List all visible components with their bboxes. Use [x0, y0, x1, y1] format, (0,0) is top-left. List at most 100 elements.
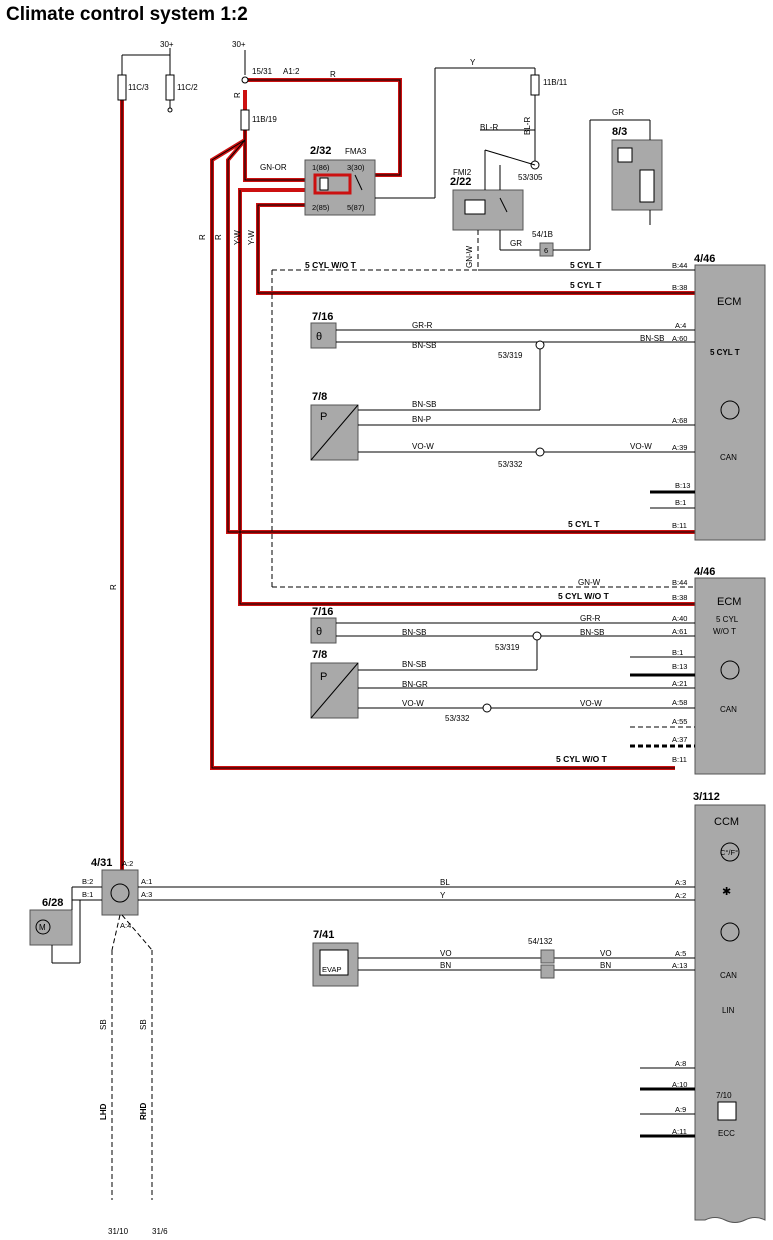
pin-label: B:11 — [672, 755, 687, 764]
wire-label: Y-W — [247, 230, 256, 245]
wire-label: R — [233, 92, 242, 98]
pin-label: B:44 — [672, 578, 687, 587]
ccm-can: CAN — [720, 971, 737, 980]
diagram-title: Climate control system 1:2 — [6, 4, 248, 25]
ecm-variant-a: 5 CYL T — [710, 348, 740, 357]
ground-3110: 31/10 — [108, 1227, 129, 1236]
supply-label: 30+ — [160, 40, 174, 49]
ecm-variant-b2: W/O T — [713, 627, 736, 636]
conn-a12-label: A1:2 — [283, 67, 300, 76]
pin-label: A:1 — [141, 877, 152, 886]
ecm-a-label: 4/46 — [694, 253, 715, 265]
fuse-11c3 — [117, 48, 175, 113]
sensor-78-a: 7/8 — [312, 391, 327, 403]
pin-label: A:4 — [675, 321, 686, 330]
pin-label: B:38 — [672, 283, 687, 292]
wire-label: BN-SB — [402, 660, 426, 669]
ccm-degree: C°/F° — [720, 848, 738, 857]
ecm-title-b: ECM — [717, 596, 741, 608]
pin-label: A:9 — [675, 1105, 686, 1114]
splice-53332-b: 53/332 — [445, 714, 470, 723]
ccm-lin: LIN — [722, 1006, 735, 1015]
fan-m: M — [39, 923, 46, 932]
pin-label: A:2 — [122, 859, 133, 868]
wire-label: GN-W — [578, 578, 601, 587]
pin-label: A:11 — [672, 1127, 687, 1136]
pin-label: A:3 — [675, 878, 686, 887]
variant-label: 5 CYL W/O T — [558, 591, 610, 601]
pin-label: B:13 — [672, 662, 687, 671]
wire-label: VO-W — [630, 442, 652, 451]
pin-label: A:40 — [672, 614, 687, 623]
pin-label: 3(30) — [347, 163, 365, 172]
pin-label: B:38 — [672, 593, 687, 602]
pin-label: A:61 — [672, 627, 687, 636]
ccm-label: 3/112 — [693, 791, 720, 803]
pin-label: A:13 — [672, 961, 687, 970]
fuse-11c2-label: 11C/2 — [177, 83, 198, 92]
wire-label: VO — [600, 949, 612, 958]
relay-8-3 — [611, 120, 663, 225]
relay-2-32-label: 2/32 — [310, 145, 331, 157]
wire-label: VO — [440, 949, 452, 958]
ccm-module — [694, 804, 766, 1223]
pin-label: B:13 — [675, 481, 690, 490]
sensor-716-a: 7/16 — [312, 311, 333, 323]
sensor-741-label: 7/41 — [313, 929, 334, 941]
wire-label: VO-W — [402, 699, 424, 708]
sensor-710: 7/10 — [716, 1091, 732, 1100]
fan-628-label: 6/28 — [42, 897, 63, 909]
wire-bl-r-b: BL-R — [480, 123, 498, 132]
pin-label: A:58 — [672, 698, 687, 707]
relay-2-22 — [452, 189, 524, 231]
relay-fma3-label: FMA3 — [345, 147, 367, 156]
conn-1531-label: 15/31 — [252, 67, 273, 76]
variant-label: 5 CYL T — [568, 519, 600, 529]
snowflake-icon: ✱ — [722, 886, 731, 898]
wire-label: BN-SB — [402, 628, 426, 637]
wire-gr: GR — [510, 239, 522, 248]
wire-label: R — [198, 234, 207, 240]
p-symbol-b: P — [320, 671, 327, 683]
wire-label: BN-SB — [640, 334, 664, 343]
red-wire-centerlines — [121, 79, 695, 870]
relay-2-22-label: 2/22 — [450, 176, 471, 188]
rhd-label: RHD — [139, 1102, 148, 1120]
pin-label: B:44 — [672, 261, 687, 270]
fuse-11b19-label: 11B/19 — [252, 115, 277, 124]
ground-316: 31/6 — [152, 1227, 168, 1236]
wire-label: BN-GR — [402, 680, 428, 689]
wire-label: SB — [99, 1019, 108, 1030]
wire-label: GR-R — [580, 614, 601, 623]
wire-label: SB — [139, 1019, 148, 1030]
wire-gr-b: GR — [612, 108, 624, 117]
wire-gn-w: GN-W — [465, 245, 474, 268]
wire-bl-r: BL-R — [523, 117, 532, 135]
ccm-title: CCM — [714, 816, 739, 828]
relay-8-3-label: 8/3 — [612, 126, 627, 138]
wire-gn-or: GN-OR — [260, 163, 287, 172]
wire-label: BL — [440, 878, 450, 887]
wire-label: BN-P — [412, 415, 431, 424]
wire-label: Y-W — [233, 230, 242, 245]
ecm-variant-b: 5 CYL — [716, 615, 739, 624]
wire-label: VO-W — [412, 442, 434, 451]
wire-label: R — [214, 234, 223, 240]
variant-label: 5 CYL T — [570, 280, 602, 290]
pin-label: A:2 — [675, 891, 686, 900]
wire-label: BN-SB — [412, 400, 436, 409]
module-4-31 — [101, 869, 139, 916]
ecm-title-a: ECM — [717, 296, 741, 308]
pin-label: A:8 — [675, 1059, 686, 1068]
sensor-716-b: 7/16 — [312, 606, 333, 618]
sensor-78-b: 7/8 — [312, 649, 327, 661]
ecm-b-label: 4/46 — [694, 566, 715, 578]
pin-label: B:1 — [675, 498, 686, 507]
pin-label: B:2 — [82, 877, 93, 886]
pin-6: 6 — [544, 246, 548, 255]
lhd-label: LHD — [99, 1103, 108, 1120]
wire-label: R — [109, 584, 118, 590]
splice-53319-b: 53/319 — [495, 643, 520, 652]
p-symbol: P — [320, 411, 327, 423]
